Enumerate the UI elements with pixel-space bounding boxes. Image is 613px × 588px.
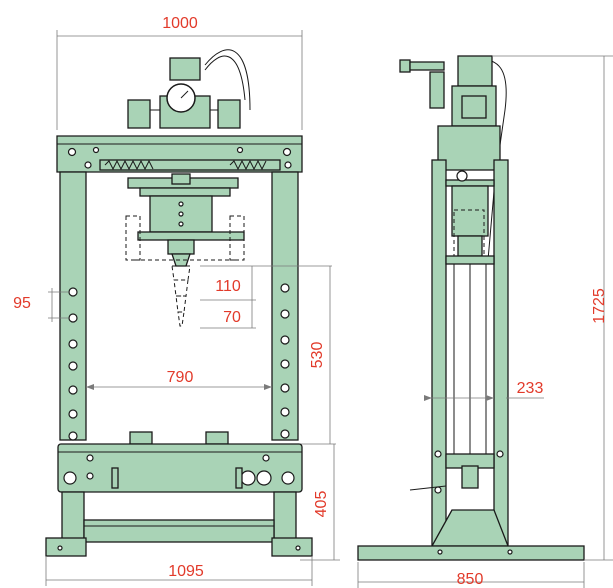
ram-tip [171, 253, 191, 267]
dim-label-1000: 1000 [162, 15, 198, 32]
press-table [57, 431, 303, 493]
left-bracket [127, 99, 151, 129]
dim-label-1095: 1095 [168, 563, 204, 580]
dim-label-70: 70 [223, 309, 241, 326]
dim-base-width-side: 850 [357, 562, 585, 588]
right-column-holes [280, 283, 290, 439]
dim-work-height: 530 [300, 266, 336, 445]
pressure-gauge-assembly [127, 49, 251, 129]
right-column [271, 171, 299, 441]
dim-label-110: 110 [215, 278, 241, 295]
front-view: 1000 [13, 15, 340, 586]
dim-column-depth: 233 [424, 380, 544, 401]
dim-overall-height: 1725 [584, 56, 613, 561]
base-crossbar [83, 519, 275, 543]
dim-stroke: 110 70 [200, 265, 332, 329]
front-base [45, 491, 313, 557]
left-column [59, 171, 87, 441]
dim-inner-width: 790 [86, 369, 272, 390]
dim-hole-pitch: 95 [13, 288, 68, 322]
release-valve [429, 71, 445, 109]
side-top-block [437, 125, 501, 171]
spring-rail [99, 159, 281, 171]
dim-label-850: 850 [457, 571, 484, 588]
side-cylinder [451, 185, 489, 237]
pump-head [169, 57, 201, 81]
dim-label-95: 95 [13, 295, 31, 312]
side-base-plate [357, 545, 585, 561]
dim-label-530: 530 [309, 342, 326, 369]
dim-base-width-front: 1095 [45, 556, 313, 586]
side-view: 233 850 1725 [357, 55, 613, 588]
dim-label-1725: 1725 [591, 288, 608, 324]
left-column-holes [68, 287, 78, 441]
side-head [457, 55, 493, 87]
dim-label-790: 790 [167, 369, 194, 386]
dim-label-405: 405 [313, 491, 330, 518]
dim-base-height: 405 [300, 444, 340, 561]
dim-label-233: 233 [517, 380, 544, 397]
ram-plate [137, 231, 245, 241]
right-bracket [217, 99, 241, 129]
hydraulic-ram [125, 173, 245, 327]
side-column-back [493, 159, 509, 551]
dim-top-width: 1000 [56, 15, 303, 130]
